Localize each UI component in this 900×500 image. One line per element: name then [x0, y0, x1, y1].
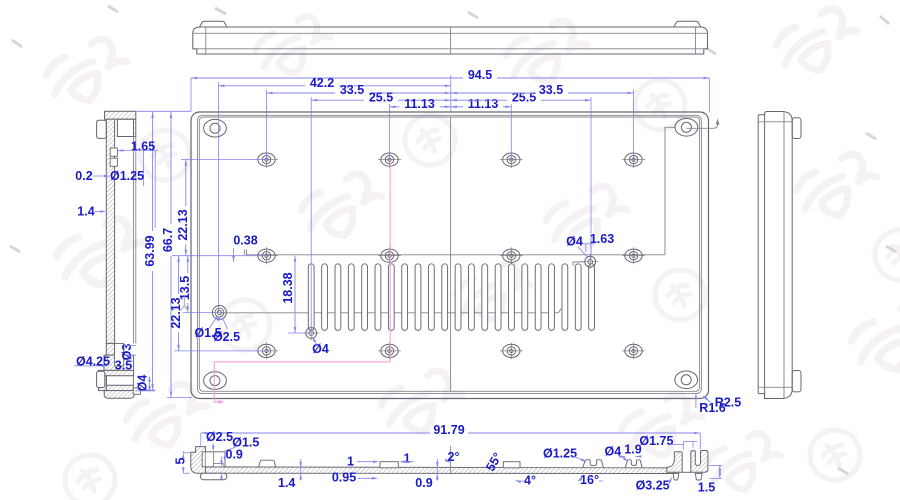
svg-text:Ø4: Ø4 [312, 342, 329, 356]
svg-text:1.5: 1.5 [698, 481, 715, 495]
svg-text:11.13: 11.13 [404, 97, 435, 111]
svg-text:4°: 4° [524, 474, 536, 488]
svg-text:Ø1.75: Ø1.75 [639, 434, 673, 448]
svg-text:R1.6: R1.6 [699, 401, 725, 415]
svg-text:Ø3: Ø3 [120, 344, 134, 361]
svg-text:22.13: 22.13 [169, 297, 183, 328]
svg-text:66.7: 66.7 [161, 228, 175, 252]
svg-text:1: 1 [347, 455, 354, 469]
svg-text:Ø3.25: Ø3.25 [636, 479, 670, 493]
svg-text:33.5: 33.5 [340, 83, 364, 97]
svg-text:63.99: 63.99 [143, 235, 157, 266]
svg-text:2°: 2° [448, 450, 460, 464]
svg-text:33.5: 33.5 [539, 83, 563, 97]
svg-text:Ø1.25: Ø1.25 [110, 169, 144, 183]
svg-text:18.38: 18.38 [281, 272, 295, 303]
svg-text:1.4: 1.4 [77, 205, 94, 219]
svg-text:25.5: 25.5 [512, 90, 536, 104]
svg-text:Ø4: Ø4 [136, 375, 150, 392]
svg-text:91.79: 91.79 [433, 423, 464, 437]
svg-text:Ø2.5: Ø2.5 [206, 430, 233, 444]
svg-text:5: 5 [174, 457, 188, 464]
svg-text:Ø4.25: Ø4.25 [76, 355, 110, 369]
svg-text:25.5: 25.5 [369, 90, 393, 104]
svg-text:Ø4: Ø4 [605, 445, 622, 459]
svg-text:0.9: 0.9 [415, 476, 432, 490]
svg-text:1.63: 1.63 [590, 232, 614, 246]
svg-text:11.13: 11.13 [468, 97, 499, 111]
svg-text:0.38: 0.38 [233, 234, 257, 248]
svg-text:42.2: 42.2 [310, 76, 334, 90]
svg-text:Ø1.5: Ø1.5 [232, 436, 259, 450]
svg-text:Ø2.5: Ø2.5 [213, 330, 240, 344]
svg-text:22.13: 22.13 [176, 209, 190, 240]
svg-text:16°: 16° [580, 473, 599, 487]
svg-text:0.2: 0.2 [75, 169, 92, 183]
svg-text:94.5: 94.5 [468, 68, 492, 82]
svg-text:3.5: 3.5 [115, 359, 132, 373]
svg-text:1.4: 1.4 [278, 476, 295, 490]
svg-text:0.9: 0.9 [226, 448, 243, 462]
svg-text:1.9: 1.9 [624, 443, 641, 457]
svg-text:Ø1.25: Ø1.25 [543, 447, 577, 461]
svg-text:13.5: 13.5 [178, 276, 192, 300]
svg-text:Ø4: Ø4 [566, 235, 583, 249]
svg-text:R2.5: R2.5 [715, 396, 741, 410]
svg-text:0.95: 0.95 [332, 471, 356, 485]
svg-text:Ø1.5: Ø1.5 [194, 326, 221, 340]
svg-text:1.65: 1.65 [131, 140, 155, 154]
svg-text:1: 1 [404, 452, 411, 466]
